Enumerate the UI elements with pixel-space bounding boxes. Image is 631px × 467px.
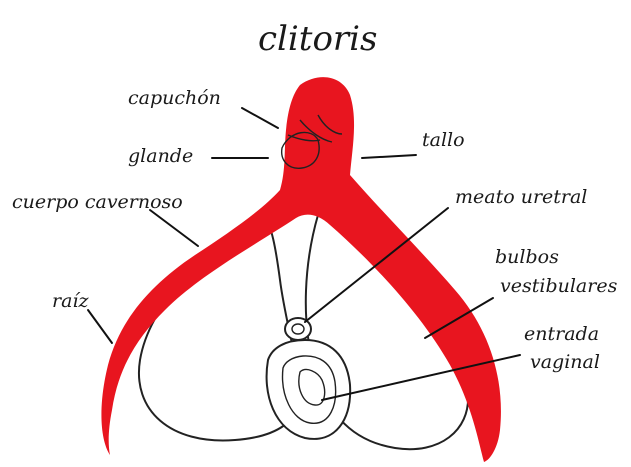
- label-vestibulares: vestibulares: [500, 275, 618, 297]
- label-raiz: raíz: [52, 290, 89, 312]
- leader-cuerpo: [150, 210, 198, 246]
- leader-raiz: [88, 310, 112, 343]
- leader-tallo: [362, 155, 416, 158]
- label-cuerpo-cavernoso: cuerpo cavernoso: [12, 191, 183, 213]
- label-capuchon: capuchón: [128, 87, 221, 109]
- label-meato-uretral: meato uretral: [455, 186, 587, 208]
- label-bulbos: bulbos: [495, 246, 559, 268]
- label-glande: glande: [128, 145, 193, 167]
- diagram-title: clitoris: [258, 19, 378, 59]
- label-vaginal: vaginal: [530, 351, 600, 373]
- leader-capuchon: [242, 108, 278, 128]
- label-entrada: entrada: [524, 323, 599, 345]
- label-tallo: tallo: [422, 129, 465, 151]
